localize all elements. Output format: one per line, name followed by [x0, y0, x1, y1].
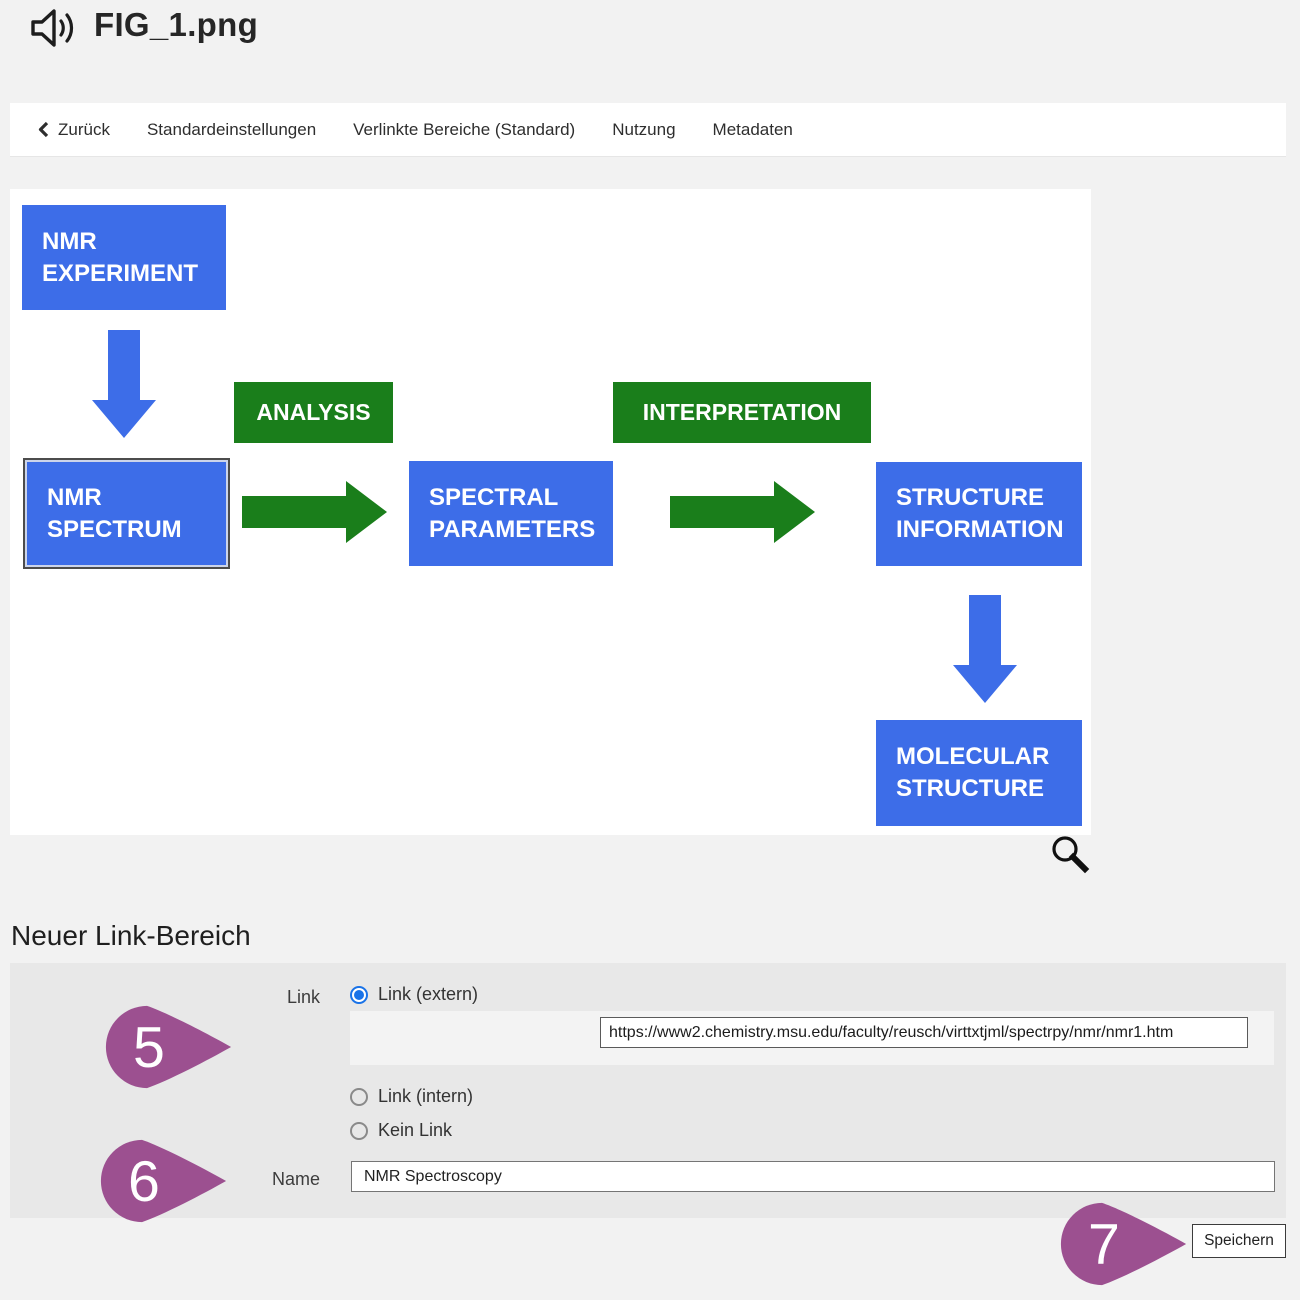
radio-link-extern[interactable]	[350, 985, 368, 1004]
tab-nutzung[interactable]: Nutzung	[612, 119, 676, 139]
flow-arrow-right-icon	[242, 481, 387, 543]
url-subpanel	[350, 1011, 1274, 1065]
diagram-box-line: SPECTRAL	[429, 483, 559, 511]
external-url-input[interactable]	[600, 1017, 1248, 1048]
flow-arrow-right-icon	[670, 481, 815, 543]
back-label: Zurück	[58, 119, 110, 139]
zoom-magnifier-icon[interactable]	[1048, 834, 1094, 887]
tab-verlinkte-bereiche[interactable]: Verlinkte Bereiche (Standard)	[353, 119, 576, 139]
name-input[interactable]	[351, 1161, 1275, 1192]
radio-row-link-intern: Link (intern)	[350, 1086, 473, 1107]
annotation-marker-6: 6	[99, 1138, 228, 1229]
diagram-box-line: STRUCTURE	[896, 484, 1044, 512]
back-button[interactable]: Zurück	[38, 120, 110, 140]
diagram-box-line: INFORMATION	[896, 516, 1064, 543]
diagram-box-line: NMR	[42, 227, 97, 255]
radio-row-link-extern: Link (extern)	[350, 984, 478, 1005]
radio-kein-link-label: Kein Link	[378, 1120, 453, 1140]
section-heading: Neuer Link-Bereich	[11, 920, 251, 951]
radio-link-intern[interactable]	[350, 1087, 368, 1106]
speaker-icon	[28, 8, 80, 53]
radio-link-intern-label: Link (intern)	[378, 1086, 474, 1106]
diagram-box-line: SPECTRUM	[47, 515, 182, 543]
page-title: FIG_1.png	[94, 6, 259, 43]
image-preview-panel: NMR EXPERIMENT ANALYSIS NMR SPECTRUM SPE…	[10, 189, 1091, 835]
diagram-box-line: STRUCTURE	[896, 775, 1044, 802]
diagram-box-label: ANALYSIS	[256, 399, 371, 426]
link-field-label: Link	[286, 987, 320, 1007]
flow-arrow-down-icon	[953, 595, 1017, 703]
selected-link-region[interactable]: NMR SPECTRUM	[23, 458, 230, 569]
flow-arrow-down-icon	[92, 330, 156, 438]
diagram-box-spectral-parameters: SPECTRAL PARAMETERS	[409, 461, 613, 566]
radio-kein-link[interactable]	[350, 1121, 368, 1140]
tab-standardeinstellungen[interactable]: Standardeinstellungen	[146, 119, 317, 139]
diagram-box-nmr-spectrum: NMR SPECTRUM	[27, 462, 226, 565]
diagram-box-nmr-experiment: NMR EXPERIMENT	[22, 205, 226, 310]
name-field-label: Name	[271, 1169, 320, 1189]
diagram-box-structure-information: STRUCTURE INFORMATION	[876, 462, 1082, 566]
tab-bar: Zurück Standardeinstellungen Verlinkte B…	[10, 103, 1286, 157]
chevron-left-icon	[38, 121, 49, 138]
tab-metadaten[interactable]: Metadaten	[712, 119, 793, 139]
diagram-box-line: EXPERIMENT	[42, 259, 199, 287]
diagram-box-interpretation: INTERPRETATION	[613, 382, 871, 443]
diagram-box-line: PARAMETERS	[429, 515, 596, 543]
diagram-box-analysis: ANALYSIS	[234, 382, 393, 443]
annotation-marker-7: 7	[1059, 1201, 1188, 1292]
diagram-box-molecular-structure: MOLECULAR STRUCTURE	[876, 720, 1082, 826]
radio-row-kein-link: Kein Link	[350, 1120, 452, 1141]
diagram-box-line: MOLECULAR	[896, 743, 1050, 771]
new-link-region-form: Link Link (extern) Link (intern) Kein Li…	[10, 963, 1286, 1218]
annotation-marker-5: 5	[104, 1004, 233, 1095]
annotation-marker-number: 7	[1088, 1213, 1120, 1277]
diagram-box-line: NMR	[47, 483, 102, 511]
annotation-marker-number: 5	[133, 1016, 165, 1080]
radio-link-extern-label: Link (extern)	[378, 984, 479, 1004]
save-button[interactable]: Speichern	[1192, 1224, 1286, 1258]
annotation-marker-number: 6	[128, 1150, 160, 1214]
diagram-box-label: INTERPRETATION	[642, 399, 842, 426]
